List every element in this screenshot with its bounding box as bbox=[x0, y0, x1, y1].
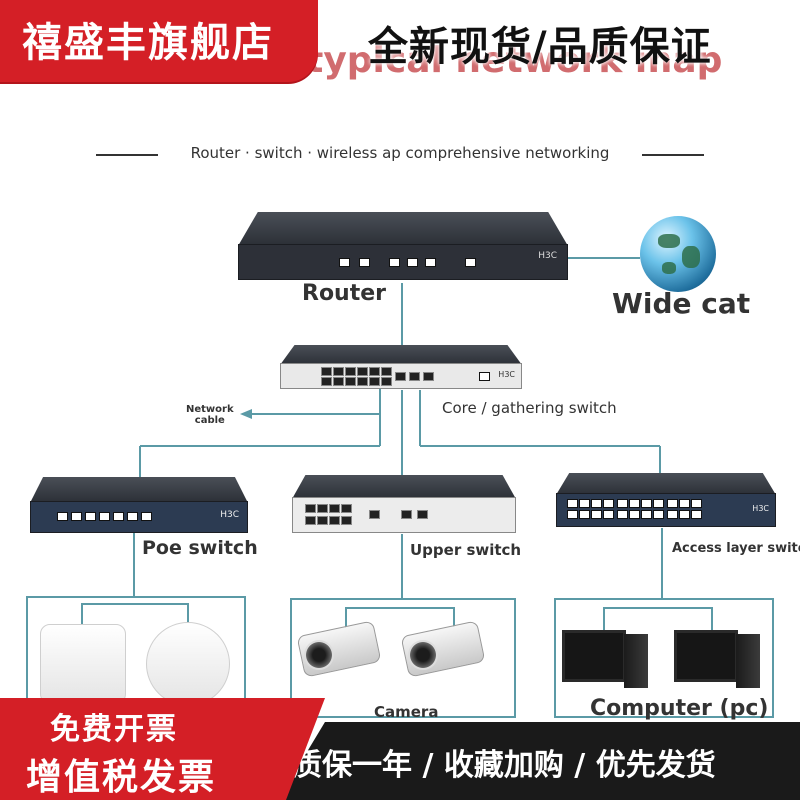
upper-switch-label: Upper switch bbox=[410, 541, 522, 559]
router-port bbox=[359, 258, 370, 267]
pc-split-wire bbox=[603, 607, 713, 630]
camera-2-lens bbox=[408, 640, 438, 670]
slogan-top: 全新现货/品质保证 bbox=[368, 24, 712, 70]
pc-1-tower bbox=[624, 634, 648, 688]
access-switch-label: Access layer switc bbox=[672, 541, 800, 556]
bottom-slogan: 质保一年 / 收藏加购 / 优先发货 bbox=[292, 748, 716, 783]
cable-label-line1: Network bbox=[186, 404, 234, 415]
subtitle: Router · switch · wireless ap comprehens… bbox=[190, 144, 610, 162]
access-switch-device[interactable]: H3C bbox=[556, 473, 776, 527]
subtitle-left-rule bbox=[96, 154, 158, 156]
router-port bbox=[339, 258, 350, 267]
camera-split-wire bbox=[345, 607, 455, 630]
core-switch-device[interactable]: H3C bbox=[280, 345, 522, 389]
store-badge[interactable]: 禧盛丰旗舰店 bbox=[0, 0, 318, 82]
computer-label: Computer (pc) bbox=[590, 696, 769, 721]
poe-switch-device[interactable]: H3C bbox=[30, 477, 248, 533]
pc-1-monitor bbox=[562, 630, 626, 682]
router-port bbox=[465, 258, 476, 267]
invoice-line-1: 免费开票 bbox=[50, 712, 178, 747]
pc-2-monitor bbox=[674, 630, 738, 682]
invoice-line-2: 增值税发票 bbox=[26, 757, 217, 798]
subtitle-right-rule bbox=[642, 154, 704, 156]
router-port bbox=[389, 258, 400, 267]
store-name: 禧盛丰旗舰店 bbox=[22, 20, 274, 66]
router-port bbox=[425, 258, 436, 267]
pc-2-tower bbox=[736, 634, 760, 688]
ceiling-ap-round bbox=[146, 622, 230, 706]
router-brand: H3C bbox=[538, 251, 557, 261]
cable-label-line2: cable bbox=[194, 415, 225, 426]
router-device[interactable]: H3C bbox=[238, 212, 568, 280]
upper-switch-device[interactable] bbox=[292, 475, 516, 533]
invoice-badge[interactable] bbox=[0, 698, 325, 800]
core-switch-label: Core / gathering switch bbox=[442, 399, 617, 417]
globe-icon bbox=[640, 216, 716, 292]
camera-1-lens bbox=[304, 640, 334, 670]
camera-label: Camera bbox=[374, 703, 439, 721]
cable-arrowhead bbox=[240, 409, 252, 419]
camera-group-box bbox=[290, 598, 516, 718]
top-banner: commercial typical network map 禧盛丰旗舰店 全新… bbox=[0, 0, 800, 100]
poe-switch-label: Poe switch bbox=[142, 537, 258, 559]
ceiling-ap-square bbox=[40, 624, 126, 704]
bottom-promo-bar bbox=[278, 722, 800, 800]
network-cable-label: Network cable bbox=[186, 404, 234, 426]
router-label: Router bbox=[302, 281, 387, 306]
wan-label: Wide cat bbox=[612, 287, 751, 320]
ap-split-wire bbox=[81, 603, 189, 630]
pc-group-box bbox=[554, 598, 774, 718]
router-port bbox=[407, 258, 418, 267]
